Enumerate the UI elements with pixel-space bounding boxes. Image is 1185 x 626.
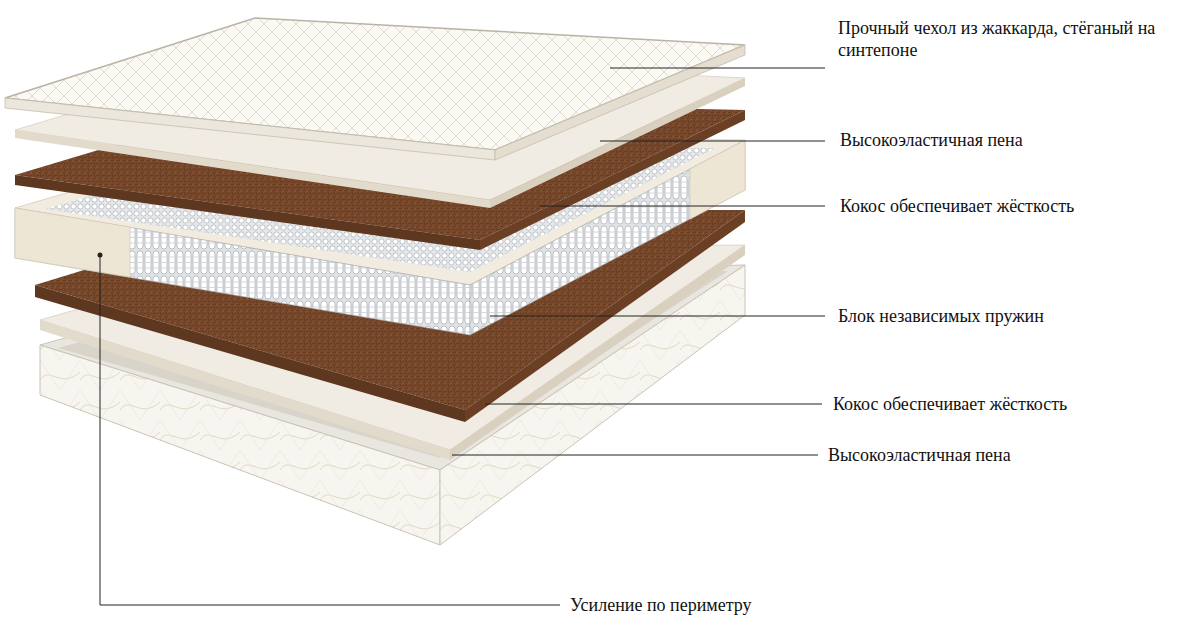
callout-label: Кокос обеспечивает жёсткость	[833, 393, 1067, 415]
callout-label: Кокос обеспечивает жёсткость	[840, 195, 1074, 217]
perimeter-foam	[690, 140, 745, 219]
callout-label: Усиление по периметру	[570, 594, 752, 616]
leader-line	[100, 255, 560, 605]
leader-dot	[98, 253, 103, 258]
leader-line	[610, 68, 825, 69]
callout-label: Высокоэластичная пена	[840, 129, 1023, 151]
callout-label: Прочный чехол из жаккарда, стёганый на с…	[838, 17, 1180, 61]
leader-line	[600, 141, 825, 142]
leader-line	[452, 455, 818, 456]
callout-label: Блок независимых пружин	[838, 305, 1044, 327]
perimeter-foam	[15, 208, 130, 277]
leader-line	[540, 206, 825, 207]
leader-line	[490, 316, 825, 317]
cover-side	[495, 45, 745, 160]
callout-label: Высокоэластичная пена	[828, 444, 1011, 466]
leader-line	[485, 404, 822, 405]
quilted-cover	[5, 18, 745, 150]
cover-side	[5, 98, 495, 160]
